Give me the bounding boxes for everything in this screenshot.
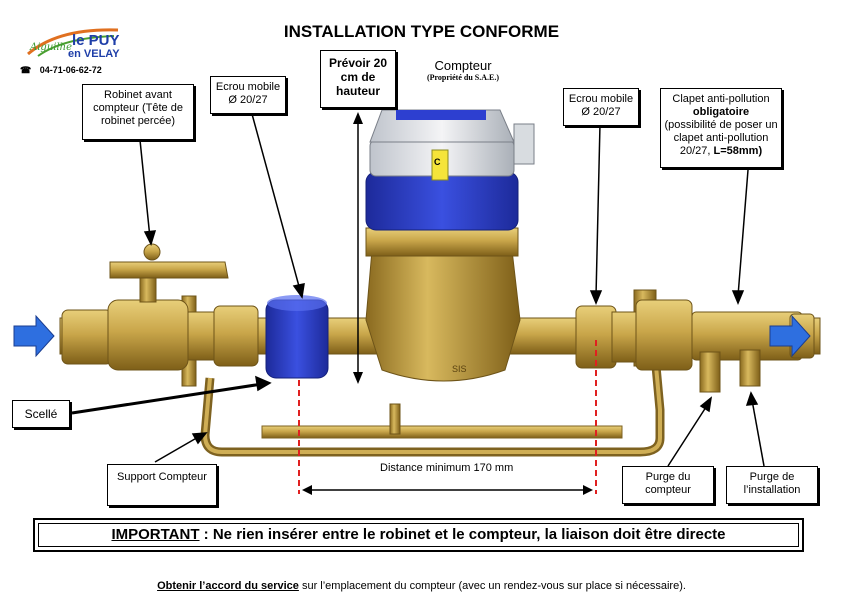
seal-blue-cover: [265, 299, 329, 379]
label-purge-installation: Purge de l’installation: [726, 466, 818, 504]
important-text: : Ne rien insérer entre le robinet et le…: [199, 526, 726, 543]
phone-line: ☎ 04-71-06-62-72: [20, 65, 102, 76]
right-mobile-nut: [575, 305, 617, 369]
footer-text: sur l’emplacement du compteur (avec un r…: [298, 580, 686, 592]
purge-valve-installation: [739, 349, 761, 387]
check-valve: [635, 299, 693, 371]
footer-note: Obtenir l’accord du service sur l’emplac…: [0, 580, 843, 592]
meter-blue-ring: [365, 171, 519, 231]
label-purge-compteur: Purge du compteur: [622, 466, 714, 504]
compteur-title: Compteur: [434, 58, 492, 73]
meter-badge: C: [434, 157, 441, 167]
valve-nut: [213, 305, 259, 367]
height-arrow: [353, 112, 363, 384]
callout-lines: [71, 113, 765, 467]
valve-lever: [109, 261, 229, 279]
purge-valve-meter: [699, 351, 721, 393]
flow-arrow-in-icon: [13, 314, 55, 358]
label-scelle: Scellé: [12, 400, 70, 428]
flow-arrow-out-icon: [769, 314, 811, 358]
logo-script: Aiguilhe: [30, 42, 73, 53]
label-distance-minimum: Distance minimum 170 mm: [380, 462, 514, 474]
label-compteur: Compteur (Propriété du S.A.E.): [408, 58, 518, 82]
important-keyword: IMPORTANT: [111, 526, 200, 543]
logo-swoosh-icon: [27, 28, 119, 57]
logo: Aiguilhe le PUY en VELAY: [18, 24, 128, 62]
meter-casting-mark: SIS: [452, 364, 467, 374]
important-notice: IMPORTANT : Ne rien insérer entre le rob…: [33, 518, 804, 552]
label-robinet-avant-compteur: Robinet avant compteur (Tête de robinet …: [82, 84, 194, 140]
water-meter: C SIS: [365, 109, 535, 382]
logo-line2: en VELAY: [68, 48, 120, 60]
logo-line1: le PUY: [72, 32, 120, 49]
footer-bold: Obtenir l’accord du service: [157, 580, 299, 592]
label-support-compteur: Support Compteur: [107, 464, 217, 506]
ball-valve-body: [107, 299, 189, 371]
label-ecrou-mobile-right: Ecrou mobile Ø 20/27: [563, 88, 639, 126]
distance-arrow: [302, 485, 593, 495]
label-clapet-anti-pollution: Clapet anti-pollution obligatoire (possi…: [660, 88, 782, 168]
label-prevoir-hauteur: Prévoir 20 cm de hauteur: [320, 50, 396, 108]
phone-icon: ☎: [20, 65, 32, 75]
phone-number: 04-71-06-62-72: [39, 65, 102, 75]
inlet-fitting: [61, 309, 113, 365]
compteur-subtitle: (Propriété du S.A.E.): [426, 73, 500, 82]
page-title: INSTALLATION TYPE CONFORME: [283, 22, 560, 41]
label-ecrou-mobile-left: Ecrou mobile Ø 20/27: [210, 76, 286, 114]
